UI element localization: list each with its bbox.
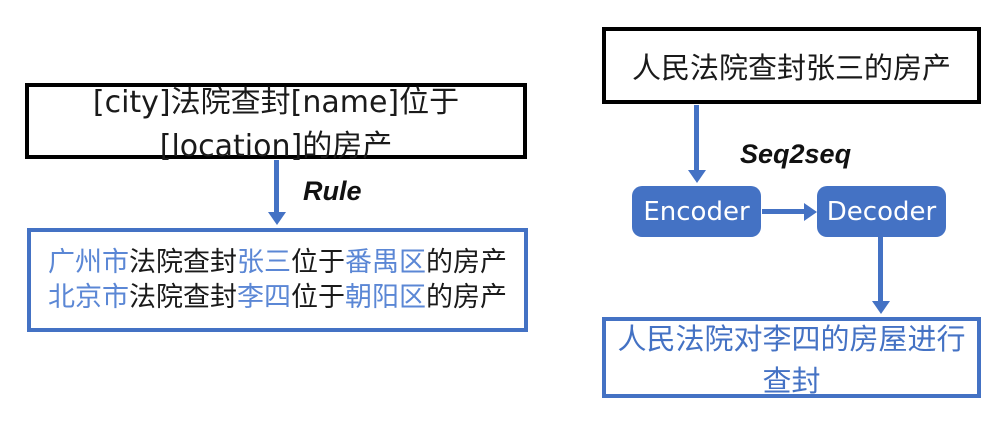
entity-location: 番禺区 xyxy=(345,247,426,278)
right-output-box: 人民法院对李四的房屋进行查封 xyxy=(602,317,981,398)
left-template-box: [city]法院查封[name]位于[location]的房产 xyxy=(25,83,527,164)
entity-name: 张三 xyxy=(237,247,291,278)
right-input-box: 人民法院查封张三的房产 xyxy=(602,27,981,104)
seq2seq-down-arrow xyxy=(694,105,699,170)
plain-text: 的房产 xyxy=(426,247,507,278)
encoder-box: Encoder xyxy=(632,186,761,237)
plain-text: 的房产 xyxy=(426,282,507,313)
encoder-label: Encoder xyxy=(643,196,750,227)
decoder-box: Decoder xyxy=(817,186,946,237)
decoder-down-arrow xyxy=(878,237,883,301)
plain-text: 法院查封 xyxy=(129,282,237,313)
left-output-line-2: 北京市法院查封李四位于朝阳区的房产 xyxy=(48,280,507,315)
entity-city: 广州市 xyxy=(48,247,129,278)
encoder-to-decoder-arrow xyxy=(762,209,804,214)
entity-city: 北京市 xyxy=(48,282,129,313)
plain-text: 位于 xyxy=(291,282,345,313)
left-template-text: [city]法院查封[name]位于[location]的房产 xyxy=(92,85,460,164)
rule-down-arrow xyxy=(274,160,279,212)
plain-text: 法院查封 xyxy=(129,247,237,278)
entity-location: 朝阳区 xyxy=(345,282,426,313)
decoder-label: Decoder xyxy=(826,196,937,227)
plain-text: 位于 xyxy=(291,247,345,278)
right-input-text: 人民法院查封张三的房产 xyxy=(631,50,951,85)
rule-label: Rule xyxy=(303,176,362,206)
seq2seq-label: Seq2seq xyxy=(740,139,852,169)
left-output-box: 广州市法院查封张三位于番禺区的房产 北京市法院查封李四位于朝阳区的房产 xyxy=(27,228,528,332)
left-output-line-1: 广州市法院查封张三位于番禺区的房产 xyxy=(48,245,507,280)
right-output-text: 人民法院对李四的房屋进行查封 xyxy=(617,321,966,398)
entity-name: 李四 xyxy=(237,282,291,313)
